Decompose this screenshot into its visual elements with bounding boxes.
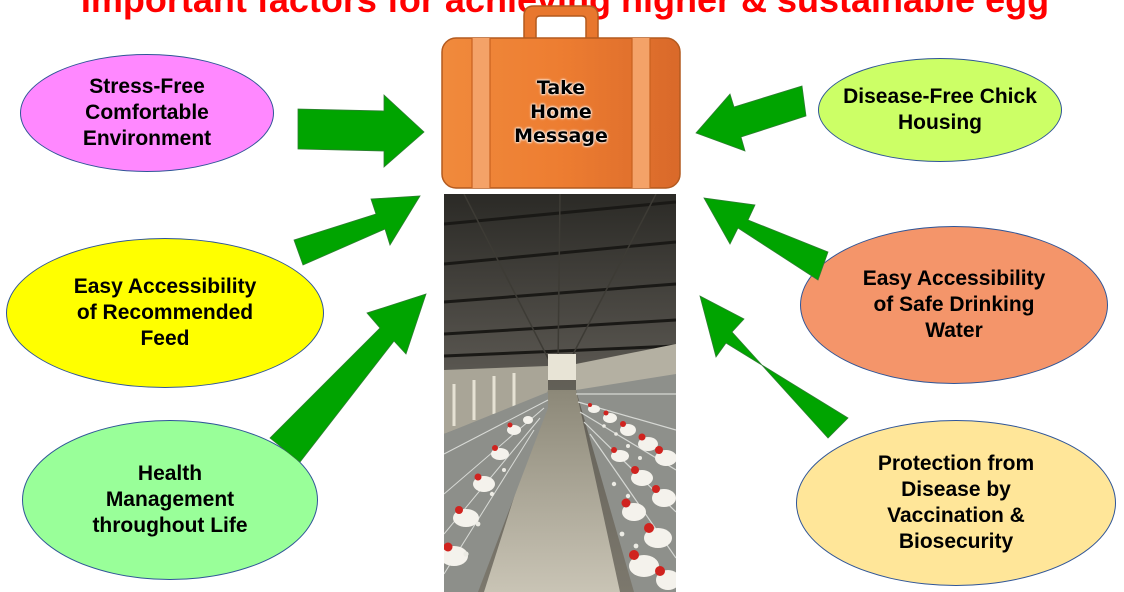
- arrow-from-water: [703, 197, 829, 281]
- bubble-stress-free: Stress-Free Comfortable Environment: [20, 54, 274, 172]
- bubble-water-text: Easy Accessibility of Safe Drinking Wate…: [862, 267, 1046, 342]
- bubble-feed-text: Easy Accessibility of Recommended Feed: [73, 275, 257, 350]
- bubble-protection-text: Protection from Disease by Vaccination &…: [877, 452, 1035, 553]
- label-line-1: Take: [536, 77, 586, 99]
- bubble-water: Easy Accessibility of Safe Drinking Wate…: [800, 226, 1108, 384]
- poultry-house-photo: [444, 194, 676, 592]
- arrow-from-disease-free: [695, 85, 807, 152]
- bubble-feed: Easy Accessibility of Recommended Feed: [6, 238, 324, 388]
- bubble-protection: Protection from Disease by Vaccination &…: [796, 420, 1116, 586]
- bubble-health: Health Management throughout Life: [22, 420, 318, 580]
- take-home-message-label: Take Home Message: [492, 76, 630, 148]
- arrow-from-feed: [293, 195, 421, 266]
- label-line-2: Home: [530, 101, 592, 123]
- suitcase-icon: [441, 5, 681, 189]
- bubble-health-text: Health Management throughout Life: [92, 462, 248, 537]
- arrow-from-protection: [699, 295, 849, 439]
- bubble-disease-free: Disease-Free Chick Housing: [818, 58, 1062, 162]
- bubble-stress-free-text: Stress-Free Comfortable Environment: [82, 75, 212, 150]
- arrow-from-health: [269, 293, 427, 463]
- arrow-from-stress-free: [297, 94, 425, 168]
- bubble-disease-free-text: Disease-Free Chick Housing: [843, 85, 1037, 134]
- label-line-3: Message: [514, 125, 608, 147]
